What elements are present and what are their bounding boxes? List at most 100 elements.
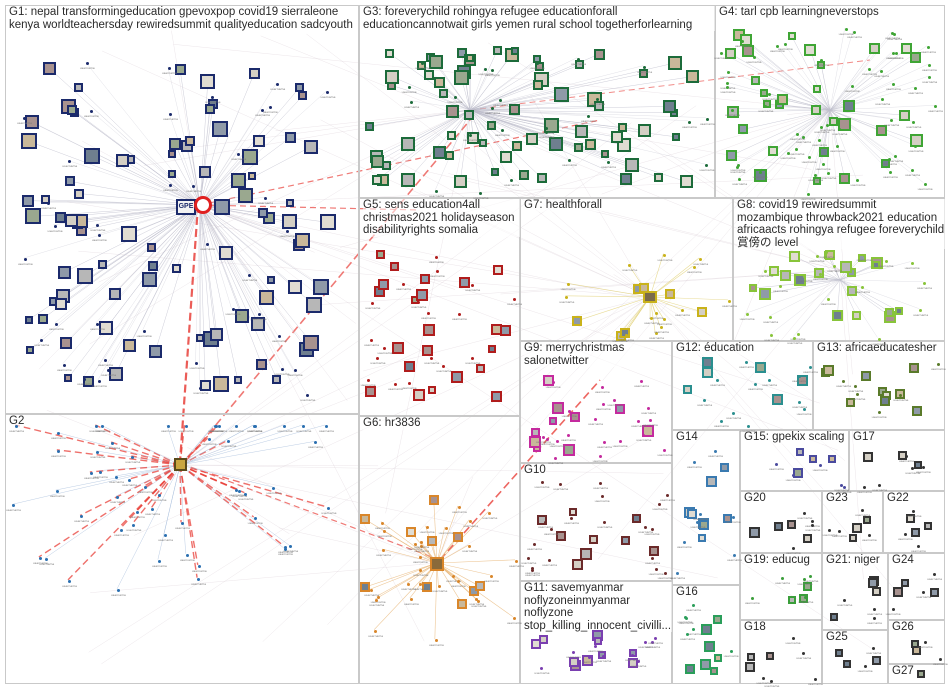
node-dot[interactable] [410, 598, 413, 601]
node-dot[interactable] [924, 641, 927, 644]
node-dot[interactable] [158, 560, 161, 563]
node-dot[interactable] [937, 363, 940, 366]
node-avatar[interactable] [392, 342, 404, 354]
node-dot[interactable] [570, 517, 573, 520]
node-dot[interactable] [728, 300, 731, 303]
node-dot[interactable] [693, 461, 696, 464]
node-dot[interactable] [716, 379, 719, 382]
node-dot[interactable] [607, 161, 610, 164]
node-dot[interactable] [294, 369, 297, 372]
node-dot[interactable] [546, 438, 549, 441]
node-avatar[interactable] [84, 148, 100, 164]
node-dot[interactable] [796, 133, 799, 136]
node-avatar[interactable] [788, 32, 796, 40]
node-dot[interactable] [663, 318, 666, 321]
node-dot[interactable] [919, 309, 922, 312]
node-avatar[interactable] [511, 47, 519, 55]
node-avatar[interactable] [285, 132, 296, 143]
node-dot[interactable] [816, 255, 819, 258]
node-dot[interactable] [370, 339, 373, 342]
node-avatar[interactable] [378, 279, 389, 290]
node-dot[interactable] [599, 455, 602, 458]
node-dot[interactable] [706, 118, 709, 121]
node-avatar[interactable] [531, 639, 541, 649]
node-dot[interactable] [889, 171, 892, 174]
node-avatar[interactable] [493, 265, 503, 275]
node-avatar[interactable] [401, 137, 415, 151]
node-avatar[interactable] [77, 268, 93, 284]
node-avatar[interactable] [509, 104, 520, 115]
node-dot[interactable] [745, 361, 748, 364]
node-avatar[interactable] [459, 277, 470, 288]
node-avatar[interactable] [74, 189, 84, 199]
node-dot[interactable] [619, 440, 622, 443]
node-avatar[interactable] [238, 188, 253, 203]
node-avatar[interactable] [885, 308, 894, 317]
node-dot[interactable] [730, 650, 733, 653]
hub-node-gpe[interactable]: GPE [176, 199, 196, 215]
node-dot[interactable] [892, 52, 895, 55]
node-dot[interactable] [825, 251, 828, 254]
node-dot[interactable] [235, 425, 238, 428]
node-dot[interactable] [924, 183, 927, 186]
node-dot[interactable] [469, 520, 472, 523]
node-dot[interactable] [577, 58, 580, 61]
node-dot[interactable] [39, 557, 42, 560]
node-dot[interactable] [888, 158, 891, 161]
node-avatar[interactable] [476, 364, 485, 373]
node-dot[interactable] [818, 139, 821, 142]
node-avatar[interactable] [572, 316, 582, 326]
node-avatar[interactable] [639, 283, 649, 293]
node-dot[interactable] [792, 474, 795, 477]
node-avatar[interactable] [780, 270, 791, 281]
node-dot[interactable] [258, 313, 261, 316]
node-avatar[interactable] [320, 214, 336, 230]
node-dot[interactable] [731, 109, 734, 112]
node-avatar[interactable] [621, 536, 630, 545]
node-avatar[interactable] [549, 137, 563, 151]
node-dot[interactable] [596, 98, 599, 101]
node-dot[interactable] [98, 234, 101, 237]
node-avatar[interactable] [142, 272, 157, 287]
node-dot[interactable] [939, 658, 942, 661]
node-avatar[interactable] [295, 83, 304, 92]
node-avatar[interactable] [697, 307, 707, 317]
node-avatar[interactable] [439, 89, 448, 98]
node-avatar[interactable] [234, 376, 242, 384]
node-dot[interactable] [68, 580, 71, 583]
node-dot[interactable] [649, 419, 652, 422]
node-avatar[interactable] [404, 361, 415, 372]
node-dot[interactable] [692, 604, 695, 607]
node-dot[interactable] [167, 425, 170, 428]
node-dot[interactable] [427, 312, 430, 315]
node-dot[interactable] [892, 83, 895, 86]
node-avatar[interactable] [747, 653, 755, 661]
node-avatar[interactable] [306, 297, 322, 313]
node-dot[interactable] [55, 323, 58, 326]
node-dot[interactable] [254, 517, 257, 520]
node-dot[interactable] [208, 438, 211, 441]
node-dot[interactable] [164, 534, 167, 537]
node-avatar[interactable] [839, 173, 850, 184]
node-avatar[interactable] [401, 173, 415, 187]
node-avatar[interactable] [789, 251, 800, 262]
node-dot[interactable] [568, 410, 571, 413]
node-avatar[interactable] [893, 587, 903, 597]
node-avatar[interactable] [803, 534, 812, 543]
node-dot[interactable] [197, 578, 200, 581]
node-avatar[interactable] [793, 468, 803, 478]
node-dot[interactable] [499, 99, 502, 102]
node-avatar[interactable] [74, 83, 83, 92]
node-avatar[interactable] [569, 657, 579, 667]
node-dot[interactable] [923, 282, 926, 285]
node-avatar[interactable] [840, 261, 852, 273]
node-dot[interactable] [827, 298, 830, 301]
node-dot[interactable] [693, 266, 696, 269]
node-avatar[interactable] [249, 68, 260, 79]
node-avatar[interactable] [185, 136, 195, 146]
node-dot[interactable] [927, 46, 930, 49]
node-dot[interactable] [381, 522, 384, 525]
node-avatar[interactable] [200, 74, 215, 89]
node-avatar[interactable] [67, 105, 77, 115]
node-dot[interactable] [781, 577, 784, 580]
